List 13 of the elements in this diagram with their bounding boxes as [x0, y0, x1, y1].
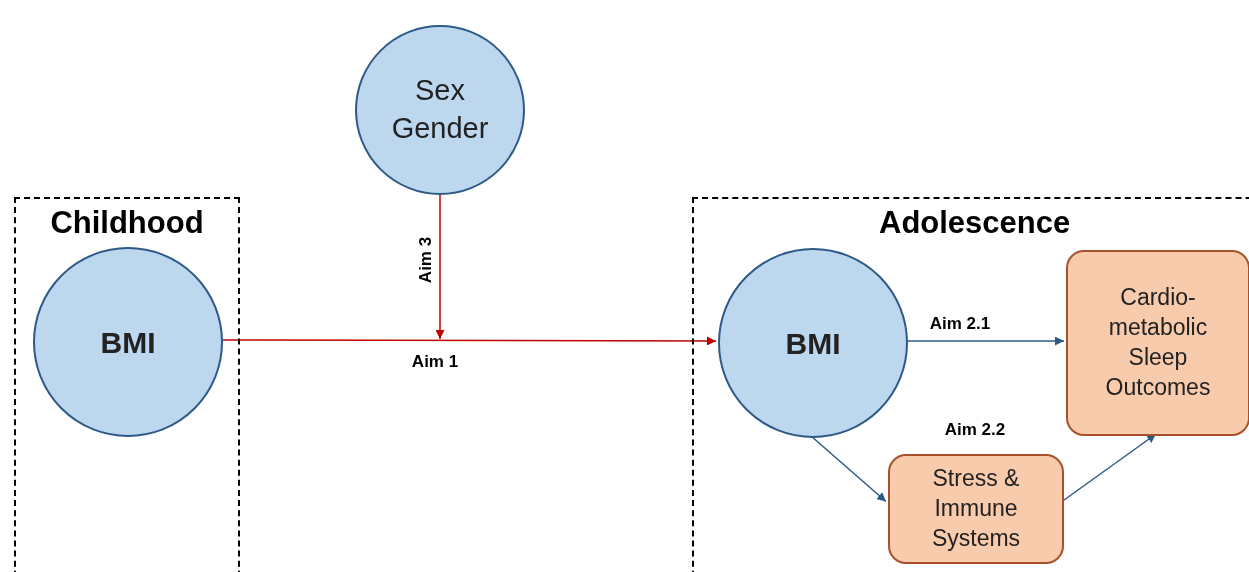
stage-frame — [14, 197, 240, 572]
stage-frame — [692, 197, 1249, 572]
arrow — [810, 435, 887, 503]
stage-title: Adolescence — [879, 205, 1071, 241]
node-label: BMI — [100, 324, 156, 361]
arrow — [435, 194, 445, 340]
outcome-box — [1066, 250, 1249, 436]
node-label: Sex Gender — [390, 73, 490, 146]
outcome-box — [888, 454, 1064, 564]
stage-title: Childhood — [50, 205, 204, 241]
node-label: Stress & Immune Systems — [930, 464, 1022, 553]
node-label: Cardio-metabolic Sleep Outcomes — [1104, 283, 1212, 402]
node-label: BMI — [785, 325, 841, 362]
